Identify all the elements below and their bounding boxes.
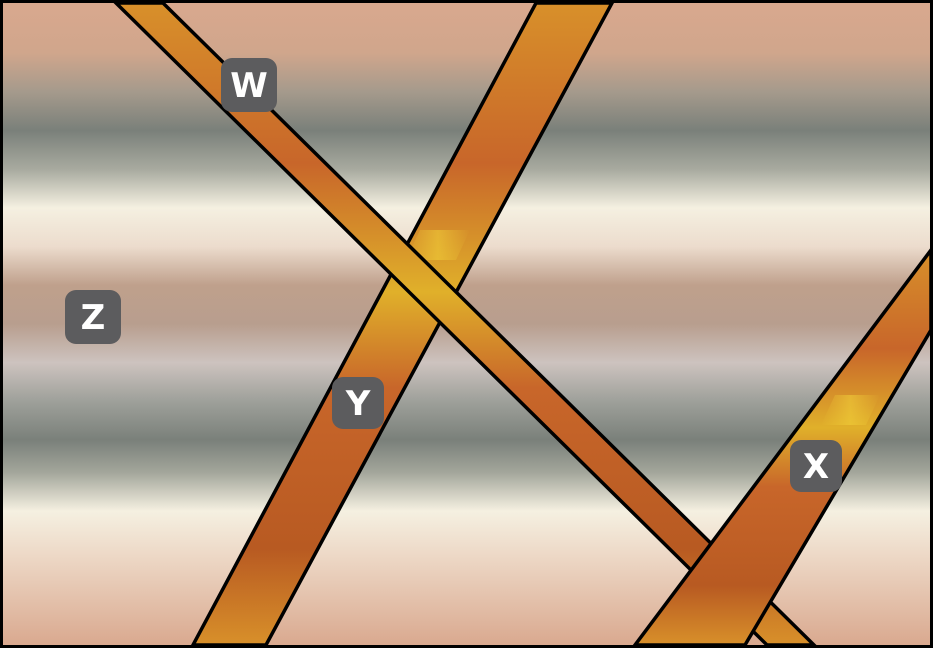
label-x: X — [790, 440, 842, 492]
label-w: W — [221, 58, 277, 112]
label-z: Z — [65, 290, 121, 344]
label-z-text: Z — [81, 298, 106, 338]
label-x-text: X — [803, 447, 829, 487]
rod-w — [111, 1, 819, 647]
rod-y — [190, 1, 615, 647]
label-y-text: Y — [345, 384, 371, 424]
label-y: Y — [332, 377, 384, 429]
label-w-text: W — [230, 66, 268, 106]
rod-x — [631, 244, 933, 647]
